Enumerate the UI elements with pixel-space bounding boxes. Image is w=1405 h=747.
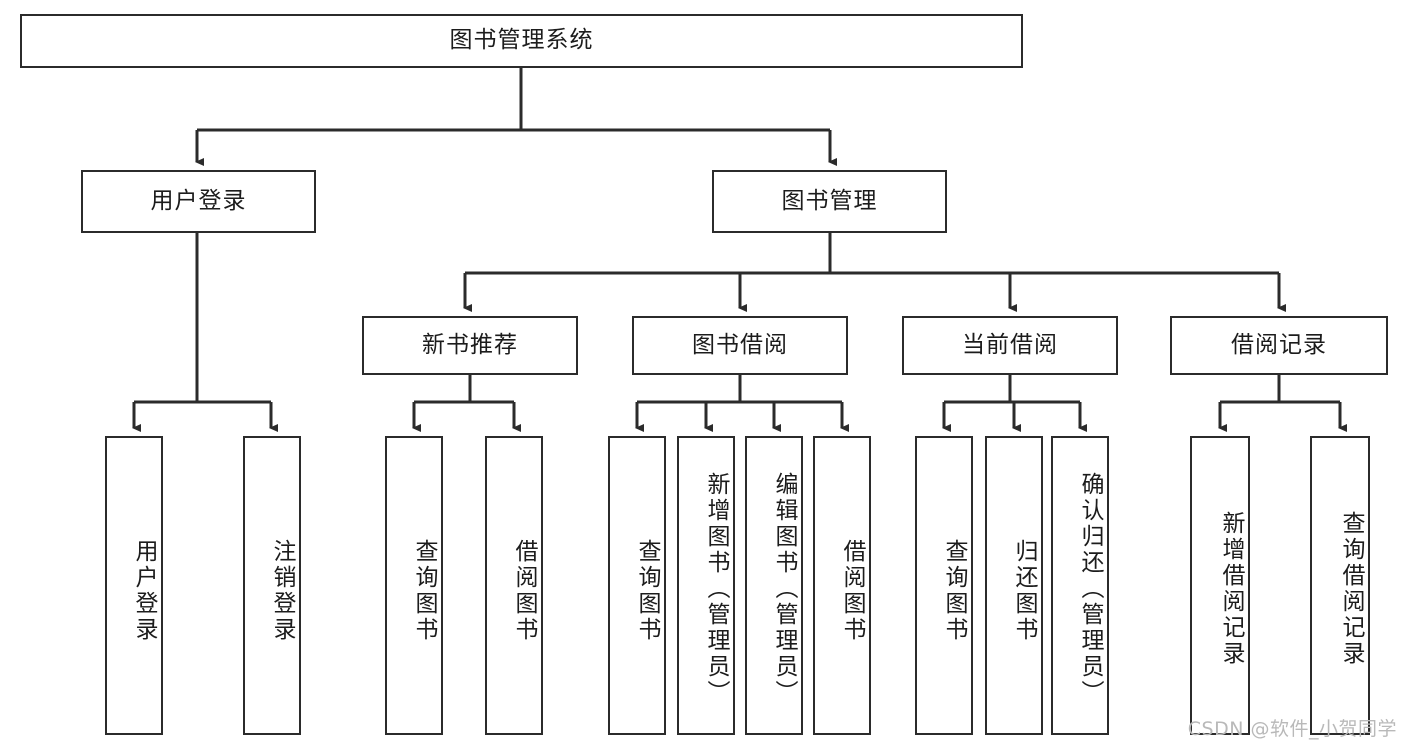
- node-label: 当前借阅: [962, 331, 1058, 358]
- node-label: 图书管理系统: [449, 27, 594, 54]
- node-label: 新增图书（管理员）: [703, 471, 729, 706]
- node-label: 借阅记录: [1231, 331, 1327, 358]
- node-label: 图书借阅: [692, 331, 788, 358]
- node-new-book-recommend[interactable]: 新书推荐: [362, 316, 578, 375]
- node-current-borrow[interactable]: 当前借阅: [902, 316, 1118, 375]
- node-label: 用户登录: [131, 538, 157, 643]
- node-label: 用户登录: [150, 187, 247, 214]
- node-label: 查询图书: [634, 538, 660, 643]
- node-label: 查询借阅记录: [1338, 510, 1364, 667]
- node-root-library-system[interactable]: 图书管理系统: [20, 14, 1023, 68]
- node-label: 查询图书: [411, 538, 437, 643]
- node-label: 注销登录: [269, 538, 295, 643]
- leaf-new-book-query[interactable]: 查询图书: [385, 436, 443, 735]
- node-label: 查询图书: [941, 538, 967, 643]
- leaf-book-borrow-borrow[interactable]: 借阅图书: [813, 436, 871, 735]
- node-label: 新增借阅记录: [1218, 510, 1244, 667]
- leaf-current-borrow-query[interactable]: 查询图书: [915, 436, 973, 735]
- leaf-user-login-login[interactable]: 用户登录: [105, 436, 163, 735]
- leaf-new-book-borrow[interactable]: 借阅图书: [485, 436, 543, 735]
- node-label: 编辑图书（管理员）: [771, 471, 797, 706]
- leaf-borrow-record-query[interactable]: 查询借阅记录: [1310, 436, 1370, 735]
- leaf-book-borrow-edit[interactable]: 编辑图书（管理员）: [745, 436, 803, 735]
- node-label: 新书推荐: [422, 331, 518, 358]
- leaf-borrow-record-add[interactable]: 新增借阅记录: [1190, 436, 1250, 735]
- leaf-book-borrow-query[interactable]: 查询图书: [608, 436, 666, 735]
- node-borrow-record[interactable]: 借阅记录: [1170, 316, 1388, 375]
- node-label: 借阅图书: [511, 538, 537, 643]
- leaf-current-borrow-return[interactable]: 归还图书: [985, 436, 1043, 735]
- node-book-borrow[interactable]: 图书借阅: [632, 316, 848, 375]
- csdn-watermark: CSDN @软件_小贺同学: [1187, 718, 1397, 740]
- leaf-current-borrow-confirm-return[interactable]: 确认归还（管理员）: [1051, 436, 1109, 735]
- node-label: 归还图书: [1011, 538, 1037, 643]
- node-label: 图书管理: [781, 187, 878, 214]
- leaf-user-login-logout[interactable]: 注销登录: [243, 436, 301, 735]
- node-label: 借阅图书: [839, 538, 865, 643]
- leaf-book-borrow-add[interactable]: 新增图书（管理员）: [677, 436, 735, 735]
- node-user-login[interactable]: 用户登录: [81, 170, 316, 233]
- node-label: 确认归还（管理员）: [1077, 471, 1103, 706]
- node-book-management[interactable]: 图书管理: [712, 170, 947, 233]
